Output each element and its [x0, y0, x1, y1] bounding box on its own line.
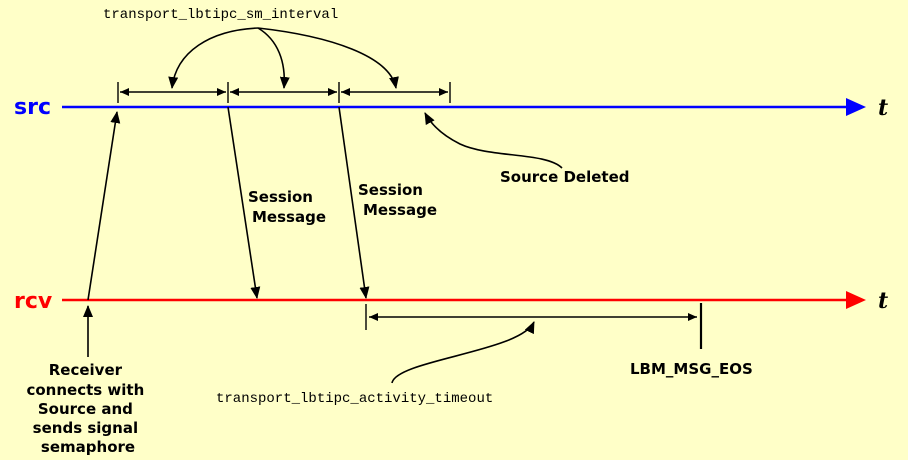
rcv-timeline-arrowhead [846, 291, 866, 309]
session-message-label-2: Session Message [358, 181, 437, 219]
src-timeline-arrowhead [846, 98, 866, 116]
activity-timeout-pointer [391, 321, 535, 384]
session-message-arrow-2 [338, 106, 370, 299]
source-deleted-label: Source Deleted [500, 168, 630, 186]
src-time-label: t [878, 95, 888, 121]
eos-label: LBM_MSG_EOS [630, 360, 753, 378]
sm-interval-pointer-1 [168, 27, 259, 89]
src-timeline-label: src [14, 95, 51, 120]
rcv-time-label: t [878, 288, 888, 314]
rcv-timeline-label: rcv [14, 289, 53, 314]
session-message-arrow-1 [227, 106, 261, 299]
receiver-connect-arrow [87, 111, 121, 301]
source-deleted-pointer [424, 112, 563, 169]
receiver-connects-label: Receiver connects with Source and sends … [26, 361, 149, 456]
sm-interval-label: transport_lbtipc_sm_interval [103, 7, 338, 23]
session-message-label-1: Session Message [248, 188, 326, 226]
sm-interval-pointer-3 [257, 27, 399, 89]
activity-timeout-label: transport_lbtipc_activity_timeout [216, 391, 493, 407]
sm-interval-pointer-2 [257, 27, 290, 89]
